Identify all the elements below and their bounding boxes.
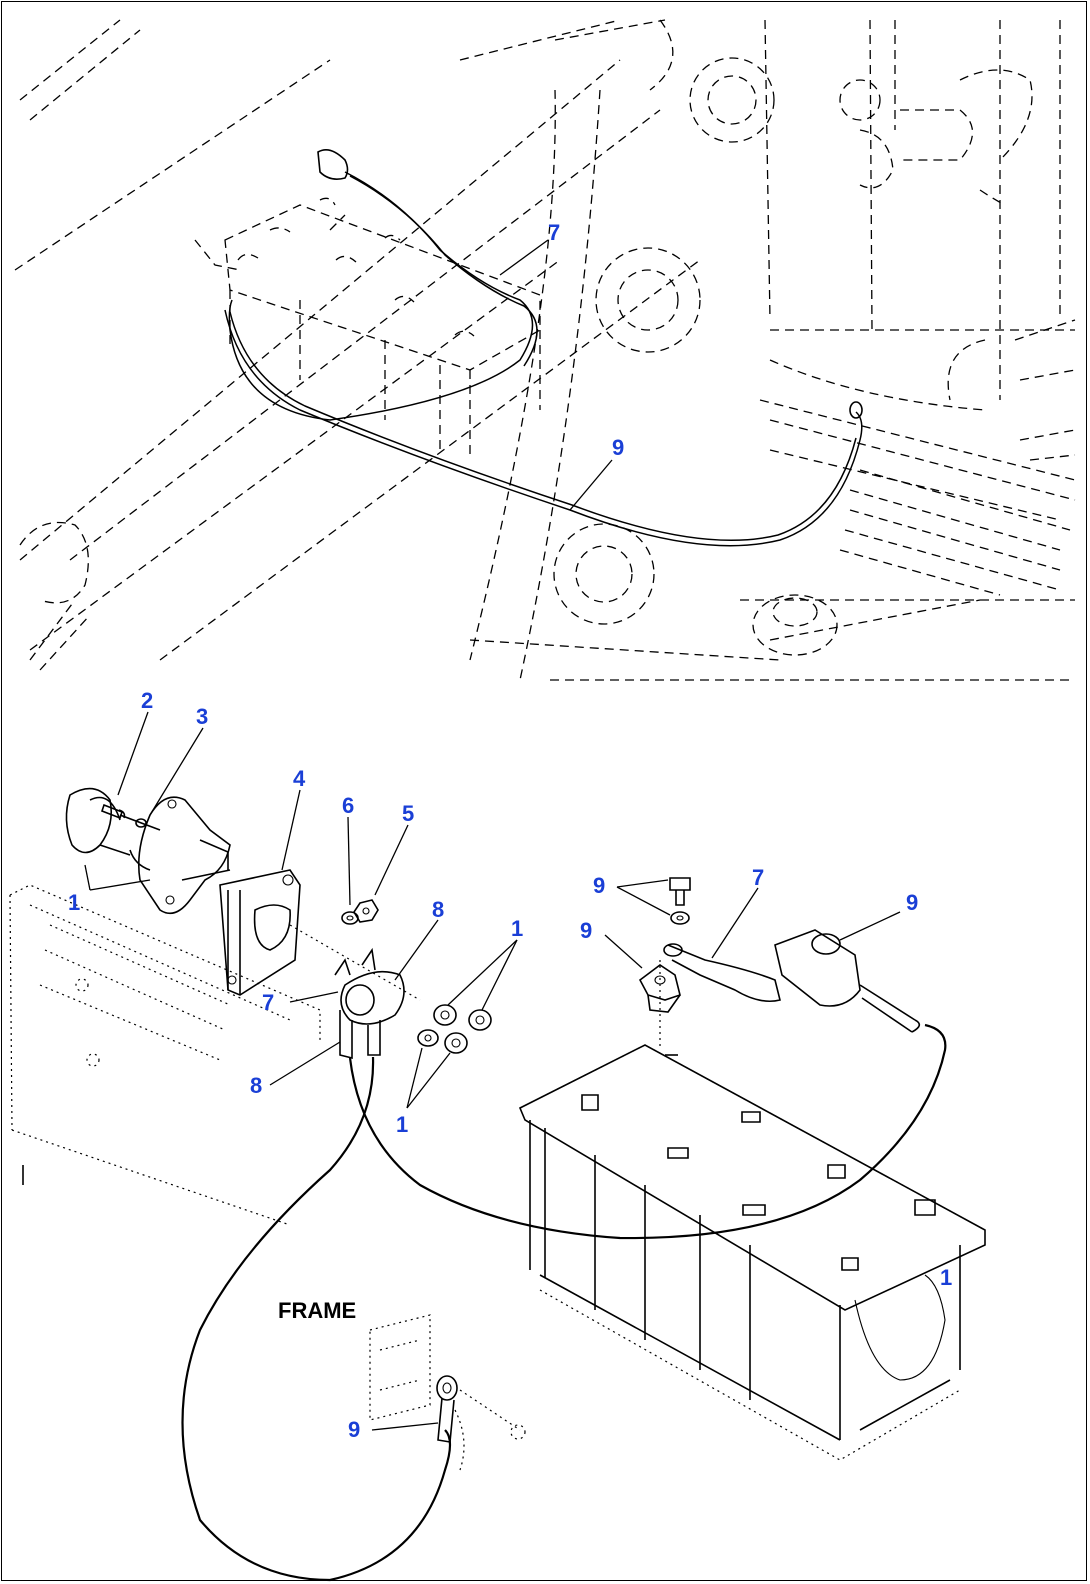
callout-9-clamp: 9 xyxy=(580,918,592,943)
callout-7-left: 7 xyxy=(262,990,274,1015)
callout-9-terminal: 9 xyxy=(906,890,918,915)
callout-4: 4 xyxy=(293,766,306,791)
callout-9-top: 9 xyxy=(612,435,624,460)
callout-labels: 7 9 2 3 4 6 5 1 8 1 7 8 1 9 7 9 9 1 9 FR… xyxy=(68,220,952,1442)
callout-6: 6 xyxy=(342,793,354,818)
callout-1-bottom: 1 xyxy=(396,1112,408,1137)
callout-1-switch: 1 xyxy=(68,890,80,915)
callout-1-battery: 1 xyxy=(940,1265,952,1290)
callout-9-frame: 9 xyxy=(348,1417,360,1442)
frame-caption: FRAME xyxy=(278,1298,356,1323)
leader-lines xyxy=(84,239,901,1431)
callout-8-lower: 8 xyxy=(250,1073,262,1098)
callout-3: 3 xyxy=(196,704,208,729)
callout-7-right: 7 xyxy=(752,865,764,890)
callout-8-upper: 8 xyxy=(432,897,444,922)
battery-switch-exploded-view xyxy=(9,787,986,1582)
callout-5: 5 xyxy=(402,801,414,826)
machine-body-top-view xyxy=(14,19,1076,681)
callout-1-nuts: 1 xyxy=(511,916,523,941)
callout-7-top: 7 xyxy=(548,220,560,245)
callout-2: 2 xyxy=(141,688,153,713)
callout-9-bolt: 9 xyxy=(593,873,605,898)
battery-terminals xyxy=(581,1054,936,1271)
